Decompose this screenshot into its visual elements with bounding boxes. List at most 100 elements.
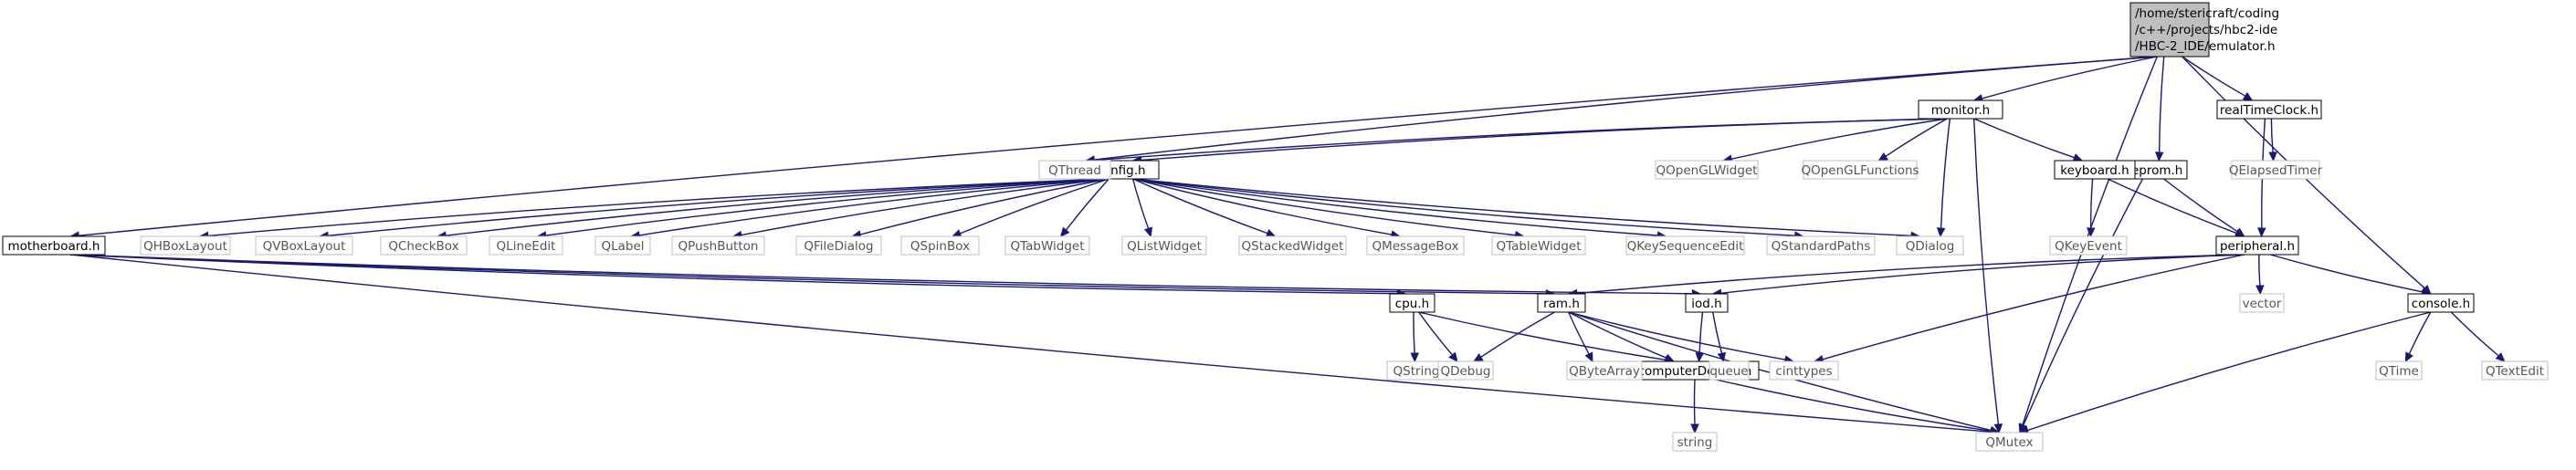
node-cpu[interactable]: cpu.h	[1389, 293, 1435, 313]
edge-config-to-qpushbutton	[741, 178, 1109, 236]
node-box-string	[1672, 432, 1718, 452]
node-vector: vector	[2239, 293, 2285, 313]
edge-config-to-qcheckbox	[445, 178, 1109, 236]
arrowhead-keyboard-to-qkeyevent	[2087, 227, 2096, 238]
node-box-cinttypes	[1769, 360, 1839, 381]
arrowhead-emulator-to-eeprom	[2154, 151, 2164, 162]
edge-peripheral-to-vector	[2258, 254, 2261, 287]
node-qvboxlayout: QVBoxLayout	[255, 235, 353, 256]
edge-motherboard-to-iod	[70, 254, 1693, 295]
node-box-iod	[1685, 293, 1729, 313]
edge-peripheral-to-cinttypes	[1822, 254, 2245, 360]
node-box-qbytearray	[1566, 360, 1643, 381]
edge-motherboard-to-qmutex	[70, 254, 1992, 433]
node-queue: queue	[1709, 360, 1750, 381]
node-label-emulator-line-1: /home/stericraft/coding	[2135, 6, 2279, 21]
arrowhead-console-to-qtime	[2404, 351, 2413, 363]
edge-cpu-to-computerdetails	[1418, 311, 1667, 360]
edge-monitor-to-qopenglwidget	[1730, 118, 1948, 160]
node-box-monitor	[1918, 99, 2003, 120]
node-label-qtextedit: QTextEdit	[2486, 364, 2544, 379]
edge-cpu-to-qdebug	[1418, 311, 1453, 356]
node-monitor[interactable]: monitor.h	[1918, 99, 2003, 120]
edge-monitor-to-qopenglfunctions	[1885, 118, 1948, 157]
node-label-qhboxlayout: QHBoxLayout	[143, 239, 227, 254]
node-label-eeprom: eeprom.h	[2124, 163, 2183, 178]
node-realtimeclock[interactable]: realTimeClock.h	[2216, 99, 2322, 120]
node-box-qmutex	[1975, 432, 2044, 452]
node-keyboard[interactable]: keyboard.h	[2054, 160, 2136, 180]
node-console[interactable]: console.h	[2407, 293, 2475, 313]
node-box-vector	[2239, 293, 2285, 313]
node-label-qstackedwidget: QStackedWidget	[1242, 239, 1344, 254]
node-box-qopenglfunctions	[1803, 160, 1918, 180]
node-box-qopenglwidget	[1655, 160, 1759, 180]
node-eeprom[interactable]: eeprom.h	[2119, 160, 2188, 180]
node-label-qdialog: QDialog	[1906, 239, 1955, 254]
node-label-qpushbutton: QPushButton	[678, 239, 759, 254]
arrowhead-console-to-qtextedit	[2495, 352, 2506, 362]
node-box-ram	[1537, 293, 1586, 313]
edge-eeprom-to-qmutex	[2023, 178, 2144, 426]
edge-config-to-qlabel	[638, 178, 1109, 236]
node-label-qtablewidget: QTableWidget	[1496, 239, 1581, 254]
node-iod[interactable]: iod.h	[1685, 293, 1729, 313]
edge-console-to-qmutex	[2027, 311, 2431, 432]
node-box-cpu	[1389, 293, 1435, 313]
node-label-qmessagebox: QMessageBox	[1372, 239, 1459, 254]
node-box-keyboard	[2054, 160, 2136, 180]
edge-config-to-qdialog	[1132, 178, 1912, 236]
node-box-qmessagebox	[1366, 235, 1465, 256]
edge-config-to-qkeysequenceedit	[1132, 178, 1658, 236]
node-box-realtimeclock	[2216, 99, 2322, 120]
node-peripheral[interactable]: peripheral.h	[2215, 235, 2299, 256]
edge-config-to-qvboxlayout	[328, 178, 1109, 236]
node-box-qstackedwidget	[1238, 235, 1347, 256]
edge-config-to-qhboxlayout	[207, 178, 1109, 237]
edge-ram-to-cinttypes	[1568, 311, 1786, 360]
arrowhead-config-to-qlistwidget	[1143, 226, 1152, 238]
node-motherboard[interactable]: motherboard.h	[2, 235, 106, 256]
node-qelapsedtimer: QElapsedTimer	[2229, 160, 2323, 180]
node-label-monitor: monitor.h	[1931, 103, 1990, 118]
node-label-qthread: QThread	[1048, 163, 1101, 178]
node-string: string	[1672, 432, 1718, 452]
node-box-qlineedit	[489, 235, 563, 256]
node-label-ram: ram.h	[1543, 297, 1580, 311]
edge-ram-to-qdebug	[1480, 311, 1555, 358]
edge-peripheral-to-iod	[1720, 254, 2245, 294]
node-qkeyevent: QKeyEvent	[2049, 235, 2128, 256]
node-ram[interactable]: ram.h	[1537, 293, 1586, 313]
node-qtextedit: QTextEdit	[2481, 360, 2549, 381]
edge-emulator-to-eeprom	[2159, 56, 2165, 153]
edge-monitor-to-qmutex	[1973, 118, 2000, 425]
arrowhead-ram-to-qdebug	[1473, 352, 1484, 362]
node-qstandardpaths: QStandardPaths	[1766, 235, 1876, 256]
node-box-qspinbox	[900, 235, 980, 256]
edge-config-to-qspinbox	[960, 178, 1109, 235]
node-label-emulator-line-2: /c++/projects/hbc2-ide	[2135, 23, 2277, 37]
node-box-qtablewidget	[1491, 235, 1586, 256]
node-qpushbutton: QPushButton	[671, 235, 765, 256]
node-qbytearray: QByteArray	[1566, 360, 1643, 381]
node-box-qfiledialog	[795, 235, 882, 256]
node-label-keyboard: keyboard.h	[2060, 163, 2129, 178]
node-label-qspinbox: QSpinBox	[910, 239, 970, 254]
node-box-peripheral	[2215, 235, 2299, 256]
arrowhead-cpu-to-qstring	[1410, 352, 1419, 363]
node-label-qcheckbox: QCheckBox	[388, 239, 458, 254]
edge-eeprom-to-peripheral	[2163, 178, 2238, 233]
node-label-qlineedit: QLineEdit	[497, 239, 556, 254]
node-box-qelapsedtimer	[2231, 160, 2320, 180]
edge-emulator-to-motherboard	[79, 56, 2158, 236]
arrowhead-monitor-to-keyboard	[2072, 153, 2084, 162]
edge-motherboard-to-ram	[70, 254, 1547, 295]
node-emulator-h[interactable]: /home/stericraft/coding/c++/projects/hbc…	[2129, 2, 2279, 57]
edge-iod-to-computerdetails	[1698, 311, 1704, 354]
edge-realtimeclock-to-qelapsedtimer	[2270, 118, 2274, 153]
node-box-qkeyevent	[2049, 235, 2128, 256]
node-label-qstring: QString	[1393, 364, 1440, 379]
arrowhead-computerdetails-to-string	[1690, 423, 1699, 434]
edge-monitor-to-config	[1141, 118, 1948, 162]
